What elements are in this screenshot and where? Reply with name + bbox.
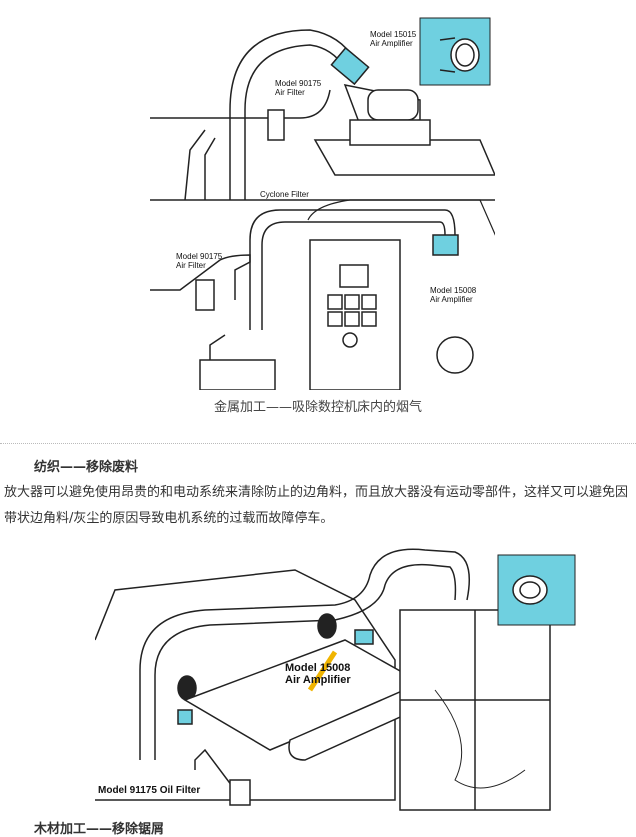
cnc-fume-extraction-illustration xyxy=(150,17,495,390)
label-model-90175-bottom: Model 90175 Air Filter xyxy=(176,252,223,270)
figure1-caption: 金属加工——吸除数控机床内的烟气 xyxy=(213,400,422,415)
label-model-91175: Model 91175 Oil Filter xyxy=(98,785,201,796)
label-model-15015: Model 15015 Air Amplifier xyxy=(370,30,417,48)
label-cyclone-filter: Cyclone Filter xyxy=(260,190,309,199)
wood-heading: 木材加工——移除锯屑 xyxy=(34,822,165,837)
textile-waste-removal-illustration xyxy=(95,548,576,811)
label-model-90175-top: Model 90175 Air Filter xyxy=(275,79,322,97)
label-model-15008: Model 15008 Air Amplifier xyxy=(285,662,351,686)
textile-paragraph: 放大器可以避免使用昂贵的和电动系统来清除防止的边角料，而且放大器没有运动零部件，… xyxy=(4,485,629,526)
section-divider xyxy=(0,443,636,444)
textile-heading: 纺织——移除废料 xyxy=(34,460,139,475)
label-model-15008-top: Model 15008 Air Amplifier xyxy=(430,286,477,304)
